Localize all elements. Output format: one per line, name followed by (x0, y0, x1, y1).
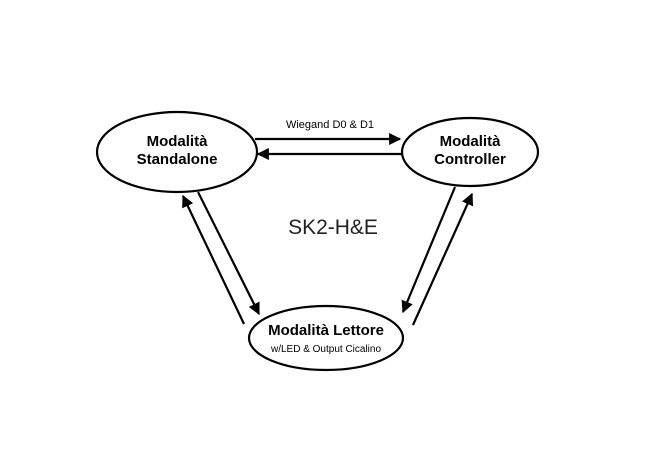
node-reader-title: Modalità Lettore (268, 322, 384, 339)
node-standalone-line1: Modalità (147, 133, 208, 150)
node-reader: Modalità Lettore w/LED & Output Cicalino (247, 304, 405, 372)
node-standalone: Modalità Standalone (95, 110, 259, 194)
node-standalone-line2: Standalone (137, 151, 218, 168)
arrow-standalone-to-reader (197, 191, 260, 316)
node-reader-subtitle: w/LED & Output Cicalino (270, 344, 381, 355)
node-controller: Modalità Controller (400, 116, 540, 188)
arrow-reader-to-standalone (182, 194, 245, 325)
arrow-controller-to-reader (401, 186, 457, 314)
edge-label-wiegand: Wiegand D0 & D1 (286, 119, 374, 131)
center-label: SK2-H&E (288, 216, 378, 239)
node-controller-line1: Modalità (440, 133, 501, 150)
arrow-reader-to-controller (411, 192, 474, 326)
node-controller-line2: Controller (434, 151, 506, 168)
